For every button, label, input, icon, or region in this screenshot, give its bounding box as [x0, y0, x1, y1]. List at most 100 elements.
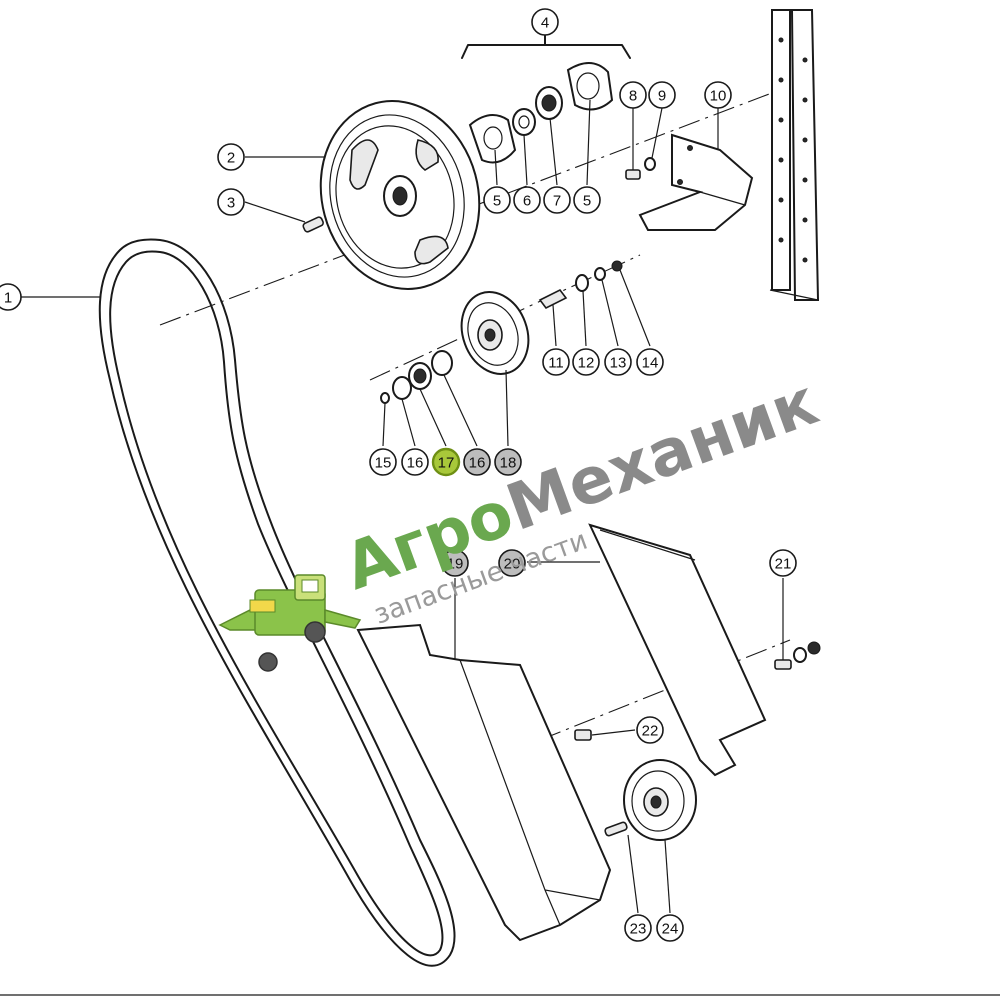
callout-label: 15: [375, 455, 392, 472]
callout-circle: [769, 549, 797, 577]
callout-circle: [401, 448, 429, 476]
callout-circle: [463, 448, 491, 476]
combine-harvester-icon: [218, 574, 362, 672]
callout-8: 8: [619, 81, 647, 109]
callout-label: 14: [642, 355, 659, 372]
callout-circle: [431, 447, 461, 477]
callout-14: 14: [636, 348, 664, 376]
watermark: АгроМеханик запасные части: [335, 366, 827, 631]
callout-20: 20: [498, 549, 526, 577]
callout-label: 3: [227, 195, 235, 212]
callout-label: 9: [658, 88, 666, 105]
callout-label: 19: [447, 556, 464, 573]
callout-circle: [648, 81, 676, 109]
callout-5: 5: [483, 186, 511, 214]
callout-circle: [217, 188, 245, 216]
key-pin-part: [302, 216, 324, 233]
callout-circle: [572, 348, 600, 376]
callout-circle: [498, 549, 526, 577]
callout-13: 13: [604, 348, 632, 376]
callout-label: 6: [523, 193, 531, 210]
callout-label: 7: [553, 193, 561, 210]
callout-label: 23: [630, 921, 647, 938]
callout-9: 9: [648, 81, 676, 109]
group-4-brace: [461, 34, 631, 59]
callout-4: 4: [531, 8, 559, 36]
watermark-brand-part2: Механик: [497, 366, 827, 546]
callout-18: 18: [494, 448, 522, 476]
callout-circle: [543, 186, 571, 214]
callout-10: 10: [704, 81, 732, 109]
callout-circle: [0, 283, 22, 311]
callout-label: 22: [642, 723, 659, 740]
callout-circle: [513, 186, 541, 214]
callout-label: 4: [541, 15, 549, 32]
bearing-assembly-parts: [468, 62, 614, 164]
callout-2: 2: [217, 143, 245, 171]
callout-label: 21: [775, 556, 792, 573]
callout-circle: [704, 81, 732, 109]
callout-circle: [217, 143, 245, 171]
callout-label: 13: [610, 355, 627, 372]
callout-circle: [636, 348, 664, 376]
v-belt-part: [98, 238, 456, 967]
callout-16: 16: [463, 448, 491, 476]
callout-label: 18: [500, 455, 517, 472]
callout-label: 5: [583, 193, 591, 210]
large-pulley-part: [319, 100, 481, 290]
tensioner-small-parts: [380, 260, 623, 404]
small-pulley-part: [460, 291, 530, 375]
callout-label: 16: [469, 455, 486, 472]
cover-plate-part: [588, 523, 767, 777]
callout-label: 24: [662, 921, 679, 938]
bolt-washer-parts: [625, 157, 656, 180]
callout-23: 23: [624, 914, 652, 942]
callout-circle: [636, 716, 664, 744]
callout-3: 3: [217, 188, 245, 216]
callout-label: 1: [4, 290, 12, 307]
bolt-part: [574, 729, 592, 741]
callout-label: 10: [710, 88, 727, 105]
callout-label: 11: [548, 355, 564, 372]
callout-7: 7: [543, 186, 571, 214]
callout-6: 6: [513, 186, 541, 214]
callout-circle: [619, 81, 647, 109]
callout-circle: [604, 348, 632, 376]
callout-label: 8: [629, 88, 637, 105]
callout-label: 16: [407, 455, 424, 472]
bolt-set-part: [774, 641, 821, 670]
callout-circle: [656, 914, 684, 942]
callout-circle: [369, 448, 397, 476]
callout-5: 5: [573, 186, 601, 214]
callout-circle: [494, 448, 522, 476]
callout-circle: [531, 8, 559, 36]
callout-11: 11: [542, 348, 570, 376]
callout-label: 20: [504, 556, 521, 573]
leader-lines: [20, 28, 784, 914]
callout-12: 12: [572, 348, 600, 376]
callout-label: 5: [493, 193, 501, 210]
frame-post-part: [769, 9, 820, 301]
lower-axis-line: [539, 639, 791, 741]
callout-circle: [483, 186, 511, 214]
callout-circle: [441, 549, 469, 577]
callout-24: 24: [656, 914, 684, 942]
callout-label: 12: [578, 355, 595, 372]
callout-circle: [573, 186, 601, 214]
callout-15: 15: [369, 448, 397, 476]
callout-16: 16: [401, 448, 429, 476]
callout-circle: [624, 914, 652, 942]
idler-pulley-part: [604, 759, 697, 841]
belt-guard-part: [356, 623, 612, 942]
callout-17: 17: [431, 447, 461, 477]
callout-21: 21: [769, 549, 797, 577]
svg-text:АгроМеханик: АгроМеханик: [335, 366, 827, 605]
callout-22: 22: [636, 716, 664, 744]
callout-1: 1: [0, 283, 22, 311]
callout-label: 2: [227, 150, 235, 167]
callout-circle: [542, 348, 570, 376]
bracket-part: [638, 133, 754, 231]
